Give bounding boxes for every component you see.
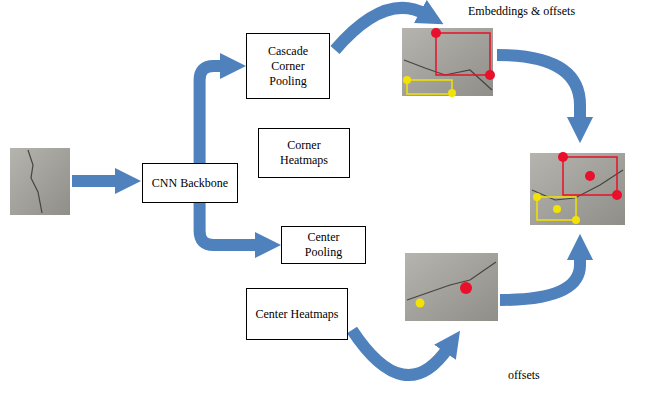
backbone-box: CNN Backbone (142, 163, 238, 203)
heatmap-box: Center Heatmaps (246, 288, 348, 340)
annotation-label: offsets (508, 368, 540, 382)
annotation-label: Embeddings & offsets (468, 4, 575, 18)
corner-image (402, 28, 495, 97)
pooling-box: Cascade Corner Pooling (246, 33, 330, 99)
flow-arrow (352, 330, 448, 375)
flow-arrow (497, 55, 580, 122)
box-text: Center Heatmaps (256, 307, 339, 322)
flow-arrow (500, 255, 580, 300)
box-text: Center Pooling (288, 230, 359, 260)
box-text: Corner Heatmaps (265, 138, 343, 168)
flow-arrow (72, 175, 120, 187)
box-text: CNN Backbone (152, 176, 228, 191)
box-text: Cascade Corner Pooling (253, 44, 323, 89)
flow-arrow (200, 66, 225, 163)
flow-arrow (200, 203, 260, 245)
heatmap-box: Corner Heatmaps (258, 128, 350, 178)
flow-arrow (335, 8, 425, 50)
result-image (530, 152, 625, 225)
input-image (10, 148, 70, 215)
pooling-box: Center Pooling (281, 226, 366, 264)
center-image (405, 253, 498, 321)
